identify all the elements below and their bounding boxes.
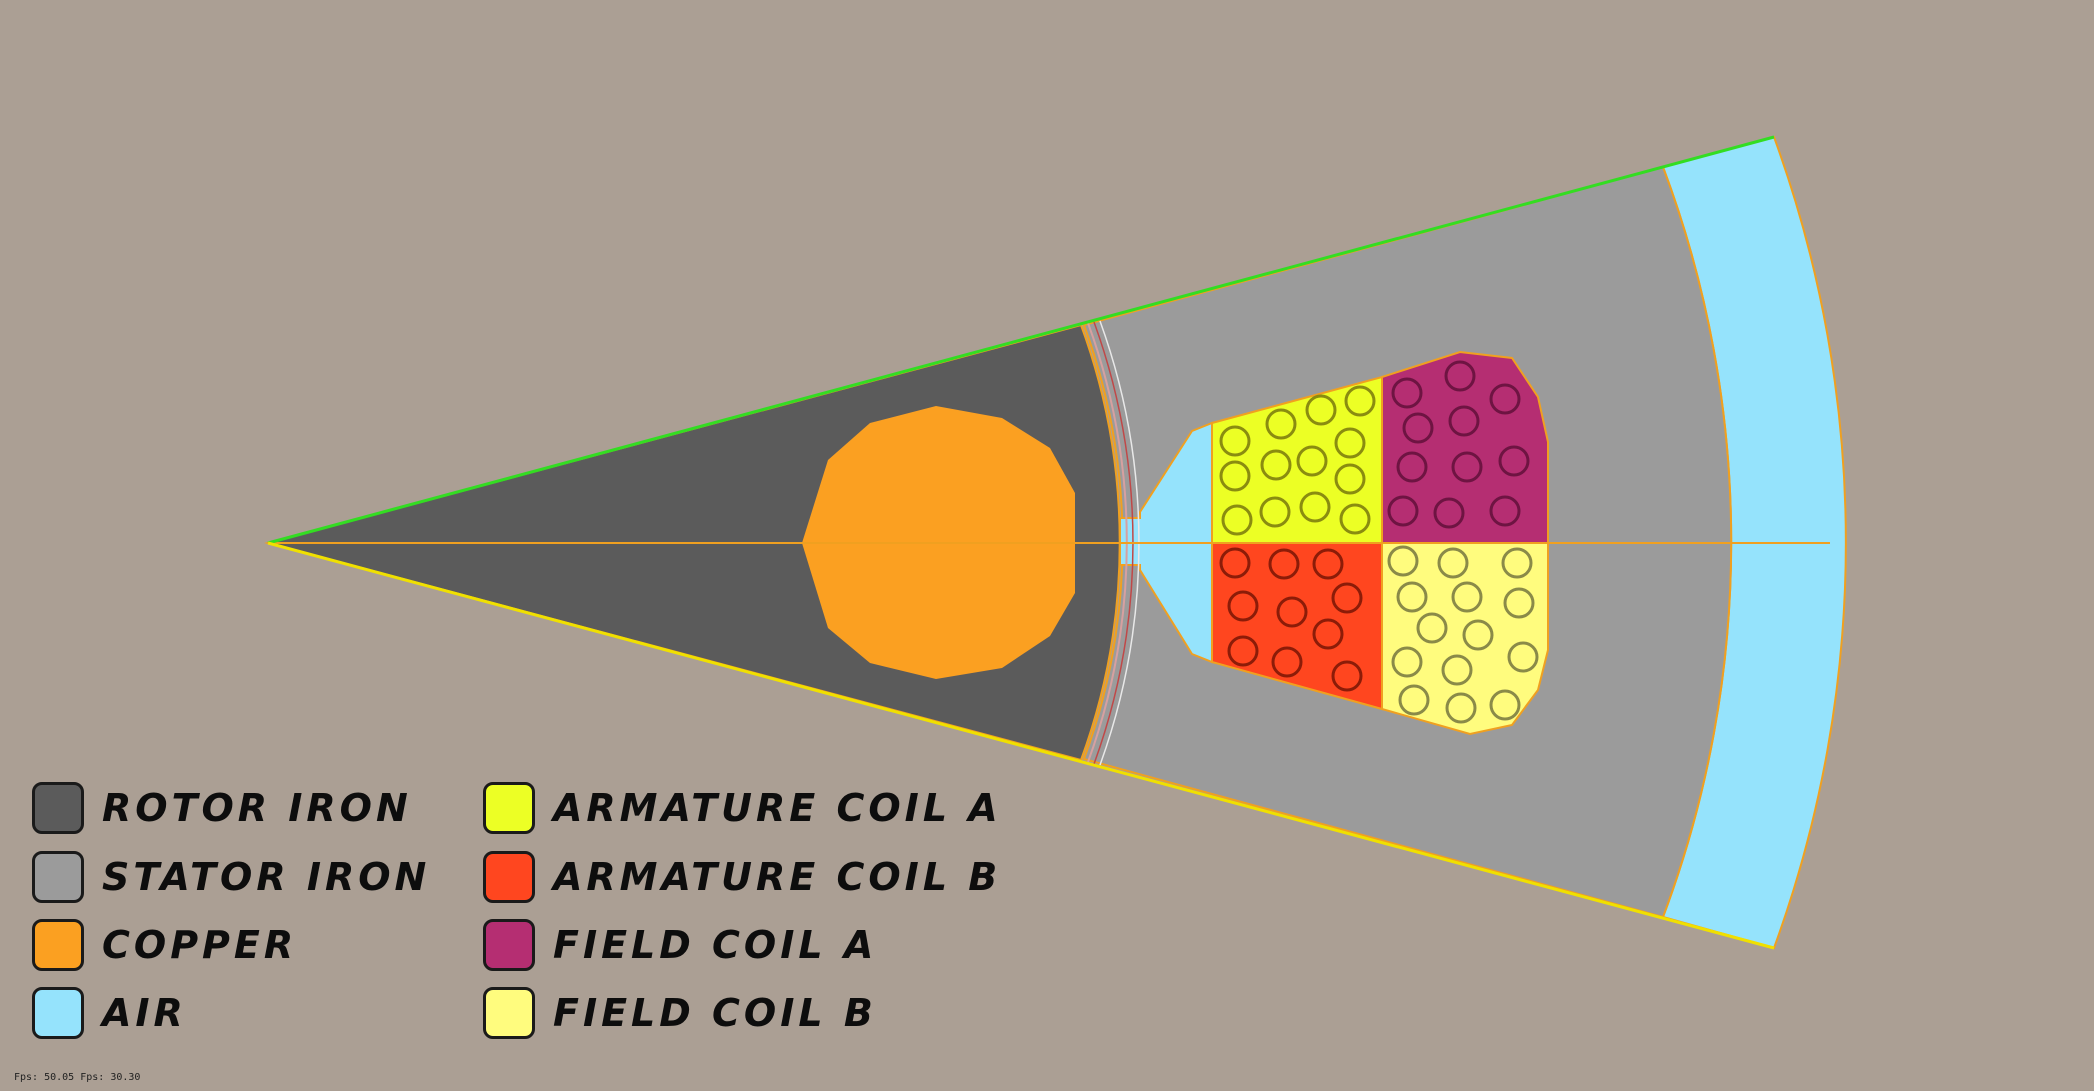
armature-coil-b-conductors — [1219, 547, 1363, 692]
field-coil-b-conductors — [1387, 545, 1539, 724]
fps-status-text: Fps: 50.05 Fps: 30.30 — [14, 1072, 141, 1083]
top-boundary-line — [267, 135, 1775, 545]
field-coil-a-conductors — [1387, 360, 1530, 529]
field-coil-a-region — [1381, 350, 1549, 544]
bottom-boundary-line — [267, 541, 1775, 950]
armature-coil-a-conductors — [1219, 385, 1376, 536]
